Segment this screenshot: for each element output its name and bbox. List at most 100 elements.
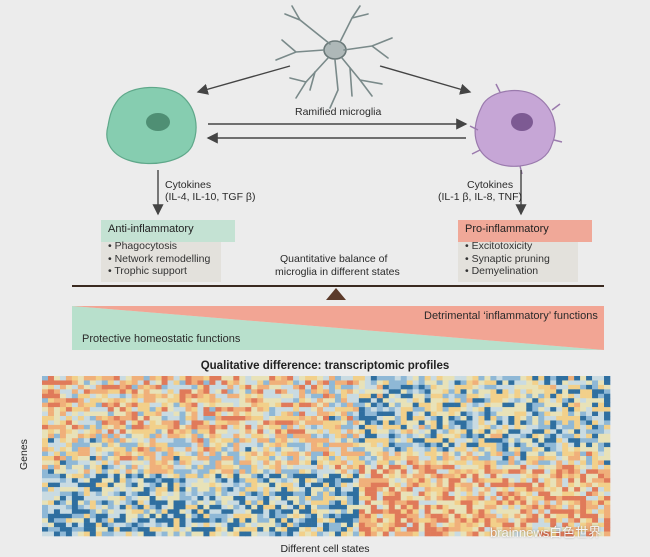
heatmap-cell [287, 487, 294, 492]
heatmap-cell [95, 384, 103, 390]
heatmap-cell [239, 376, 246, 381]
heatmap-cell [472, 424, 479, 430]
heatmap-cell [382, 407, 390, 412]
heatmap-cell [556, 398, 563, 403]
heatmap-cell [227, 420, 234, 426]
heatmap-cell [544, 451, 551, 457]
heatmap-cell [251, 389, 258, 395]
heatmap-cell [568, 402, 575, 408]
heatmap-cell [131, 389, 138, 395]
heatmap-cell [257, 460, 264, 466]
heatmap-cell [191, 376, 198, 381]
heatmap-cell [442, 438, 449, 443]
heatmap-cell [281, 411, 288, 417]
heatmap-cell [460, 518, 467, 523]
heatmap-cell [406, 447, 413, 452]
heatmap-cell [466, 531, 473, 537]
heatmap-cell [400, 500, 408, 506]
heatmap-cell [370, 380, 378, 386]
heatmap-cell [311, 416, 318, 421]
heatmap-cell [305, 482, 312, 488]
heatmap-cell [89, 438, 97, 443]
heatmap-cell [77, 424, 85, 430]
heatmap-cell [352, 389, 360, 395]
heatmap-cell [562, 389, 569, 395]
heatmap-cell [436, 438, 443, 443]
heatmap-cell [454, 464, 461, 470]
heatmap-cell [418, 518, 425, 523]
heatmap-cell [472, 460, 479, 466]
heatmap-cell [77, 411, 85, 417]
heatmap-cell [155, 411, 162, 417]
heatmap-cell [496, 398, 503, 403]
heatmap-cell [478, 456, 485, 461]
heatmap-cell [185, 411, 192, 417]
heatmap-cell [550, 491, 557, 497]
pro-inflammatory-list: Excitotoxicity Synaptic pruning Demyelin… [458, 238, 588, 284]
heatmap-cell [472, 504, 479, 510]
heatmap-cell [293, 496, 300, 501]
heatmap-cell [65, 496, 73, 501]
heatmap-cell [436, 398, 443, 403]
heatmap-cell [526, 442, 533, 448]
heatmap-cell [149, 402, 156, 408]
heatmap-cell [352, 456, 360, 461]
heatmap-cell [269, 509, 276, 515]
heatmap-cell [65, 491, 73, 497]
heatmap-cell [251, 442, 258, 448]
heatmap-cell [454, 380, 461, 386]
heatmap-cell [257, 442, 264, 448]
heatmap-cell [59, 376, 67, 381]
heatmap-cell [454, 393, 461, 399]
heatmap-cell [538, 393, 545, 399]
heatmap-cell [466, 478, 473, 483]
heatmap-cell [107, 433, 115, 439]
heatmap-cell [89, 424, 97, 430]
heatmap-cell [568, 500, 575, 506]
heatmap-cell [514, 384, 521, 390]
heatmap-cell [179, 402, 186, 408]
heatmap-cell [155, 456, 162, 461]
heatmap-cell [424, 456, 431, 461]
heatmap-cell [448, 384, 455, 390]
heatmap-cell [562, 438, 569, 443]
heatmap-cell [95, 411, 103, 417]
heatmap-cell [293, 518, 300, 523]
heatmap-cell [424, 420, 431, 426]
heatmap-cell [311, 429, 318, 435]
heatmap-cell [197, 464, 204, 470]
heatmap-cell [490, 420, 497, 426]
heatmap-cell [95, 509, 103, 515]
heatmap-cell [478, 500, 485, 506]
heatmap-cell [586, 451, 593, 457]
heatmap-cell [209, 509, 216, 515]
heatmap-cell [520, 438, 527, 443]
heatmap-cell [263, 433, 270, 439]
heatmap-cell [328, 464, 336, 470]
heatmap-cell [131, 429, 138, 435]
heatmap-cell [233, 482, 240, 488]
heatmap-cell [107, 447, 115, 452]
heatmap-cell [233, 527, 240, 532]
heatmap-cell [59, 402, 67, 408]
heatmap-cell [269, 447, 276, 452]
heatmap-cell [299, 496, 306, 501]
heatmap-cell [317, 513, 324, 519]
heatmap-cell [364, 496, 372, 501]
heatmap-cell [544, 531, 551, 537]
heatmap-cell [328, 420, 336, 426]
heatmap-cell [358, 411, 366, 417]
heatmap-cell [598, 438, 605, 443]
heatmap-cell [191, 451, 198, 457]
heatmap-cell [364, 478, 372, 483]
heatmap-cell [544, 500, 551, 506]
heatmap-cell [131, 473, 138, 479]
heatmap-cell [424, 429, 431, 435]
heatmap-cell [334, 398, 342, 403]
heatmap-cell [334, 384, 342, 390]
heatmap-cell [215, 380, 222, 386]
heatmap-cell [203, 473, 210, 479]
heatmap-cell [245, 500, 252, 506]
heatmap-cell [257, 380, 264, 386]
heatmap-cell [185, 473, 192, 479]
